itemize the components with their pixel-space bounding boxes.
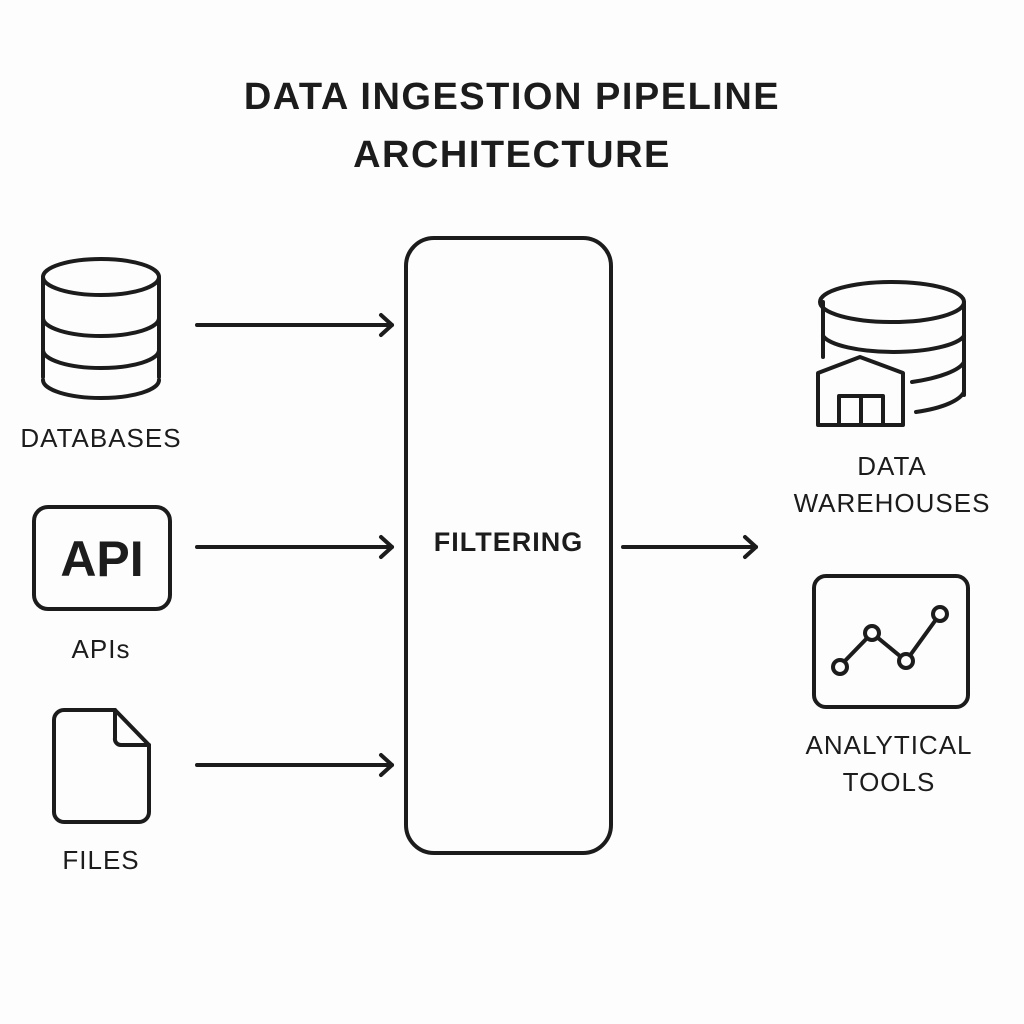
source-label-databases: DATABASES [20,423,182,453]
line-chart-icon [812,574,970,709]
data-warehouse-icon [816,280,966,427]
destination-label-analytical-tools-line-1: ANALYTICAL [805,730,973,760]
source-label-files: FILES [62,845,140,875]
arrow-databases-to-filtering [195,313,394,337]
arrow-apis-to-filtering [195,535,394,559]
arrow-files-to-filtering [195,753,394,777]
source-label-apis: APIs [71,634,131,664]
diagram-title-line-2: ARCHITECTURE [353,134,671,176]
api-icon [32,505,172,611]
destination-label-data-warehouses-line-1: DATA [857,451,927,481]
destination-label-data-warehouses-line-2: WAREHOUSES [793,488,991,518]
database-icon [41,257,161,400]
filtering-label: FILTERING [433,527,584,557]
arrow-filtering-to-outputs [621,535,758,559]
diagram-title-line-1: DATA INGESTION PIPELINE [243,76,781,118]
api-icon-text: API [60,531,144,587]
filtering-box [404,236,613,855]
destination-label-analytical-tools-line-2: TOOLS [842,767,936,797]
file-icon [52,708,151,824]
